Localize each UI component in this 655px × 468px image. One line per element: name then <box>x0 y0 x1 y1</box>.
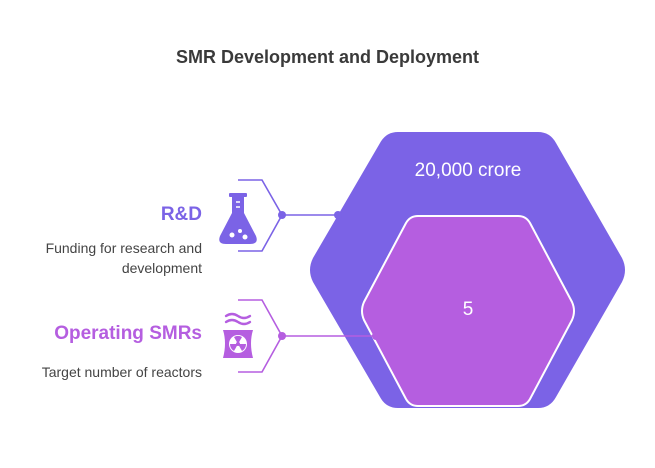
op-connector-dot-end <box>372 332 380 340</box>
operating-smrs-heading: Operating SMRs <box>54 323 202 344</box>
nuclear-plant-icon <box>223 312 253 358</box>
op-connector-dot-start <box>278 332 286 340</box>
flask-icon <box>219 193 257 244</box>
rd-connector-dot-start <box>278 211 286 219</box>
page-title: SMR Development and Deployment <box>175 47 480 67</box>
operating-smrs-value: 5 <box>462 299 474 320</box>
rd-heading: R&D <box>160 204 202 225</box>
inner-hexagon <box>361 215 575 407</box>
rd-connector-dot-end <box>334 211 342 219</box>
rd-description: Funding for research and development <box>45 240 202 276</box>
rd-funding-value: 20,000 crore <box>414 160 522 181</box>
operating-smrs-description: Target number of reactors <box>41 364 202 380</box>
